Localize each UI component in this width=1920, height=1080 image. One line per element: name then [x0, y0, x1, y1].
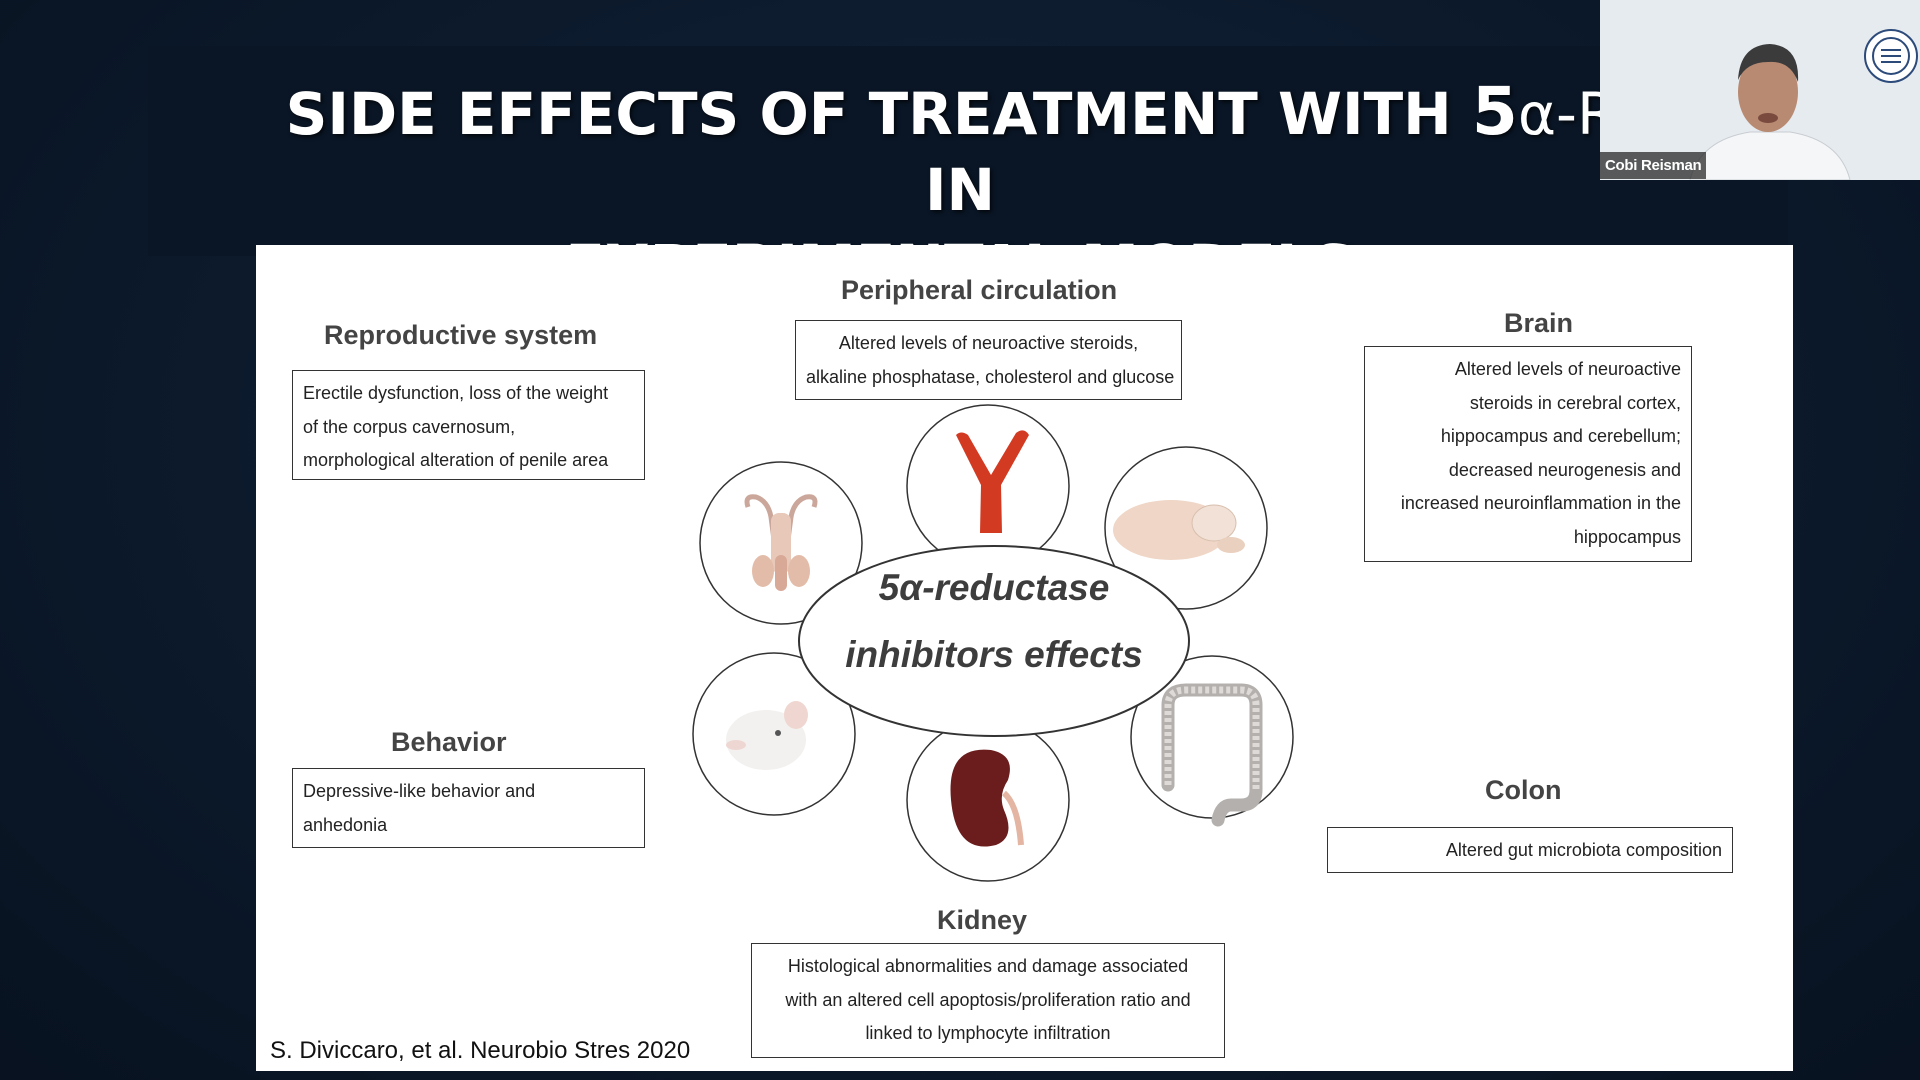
colon-icon	[1130, 655, 1294, 827]
mouse-icon	[692, 652, 856, 816]
peripheral-box: Altered levels of neuroactive steroids, …	[795, 320, 1182, 400]
reproductive-box: Erectile dysfunction, loss of the weight…	[292, 370, 645, 480]
reproductive-heading: Reproductive system	[324, 320, 598, 350]
center-ellipse	[798, 545, 1190, 737]
slide-title-line-1: SIDE EFFECTS OF TREATMENT WITH 5α-RI IN	[285, 73, 1635, 225]
diagram-graphics: 5α-reductase inhibitors effects	[692, 404, 1294, 882]
behavior-heading: Behavior	[391, 727, 507, 757]
brain-heading: Brain	[1504, 308, 1574, 338]
peripheral-heading: Peripheral circulation	[841, 275, 1118, 305]
reproductive-organs-icon	[699, 461, 863, 625]
kidney-box: Histological abnormalities and damage as…	[751, 943, 1225, 1058]
organization-logo-icon	[1864, 29, 1918, 83]
participant-video-frame	[1600, 0, 1920, 180]
participant-name-label: Cobi Reisman	[1600, 152, 1707, 179]
kidney-heading: Kidney	[937, 905, 1028, 935]
slide-title-band	[148, 46, 1788, 256]
kidney-icon	[906, 718, 1070, 882]
blood-vessel-icon	[906, 404, 1070, 568]
brain-box: Altered levels of neuroactive steroids i…	[1364, 346, 1692, 562]
citation: S. Diviccaro, et al. Neurobio Stres 2020	[270, 1037, 691, 1064]
center-label-line-1: 5α-reductase	[879, 567, 1110, 608]
slide-title: SIDE EFFECTS OF TREATMENT WITH 5α-RI IN …	[260, 74, 1660, 304]
behavior-box: Depressive-like behavior and anhedonia	[292, 768, 645, 848]
colon-heading: Colon	[1485, 775, 1562, 805]
colon-box: Altered gut microbiota composition	[1327, 827, 1733, 873]
center-label-line-2: inhibitors effects	[845, 634, 1142, 675]
brain-icon	[1104, 446, 1268, 610]
participant-video-tile[interactable]: Cobi Reisman	[1600, 0, 1920, 180]
slide-figure: 5α-reductase inhibitors effects Reproduc…	[256, 245, 1793, 1071]
